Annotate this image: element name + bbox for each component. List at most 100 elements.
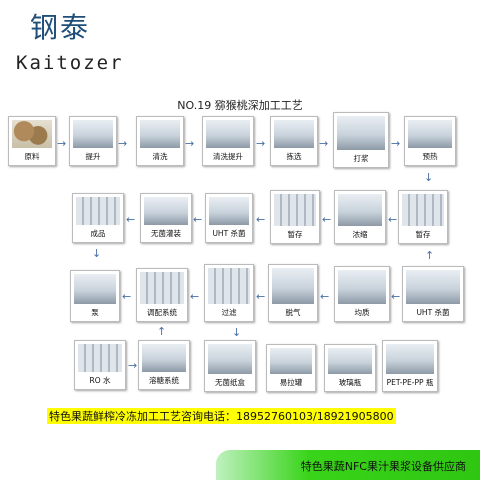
step-ro-water: RO 水 (74, 340, 126, 390)
page-title: NO.19 猕猴桃深加工工艺 (177, 99, 303, 112)
filter-tank-icon (208, 268, 250, 304)
step-hold-1: 暂存 (398, 190, 448, 244)
supplier-banner: 特色果蔬NFC果汁果浆设备供应商 (216, 450, 480, 480)
arrow-left-icon: ← (190, 290, 200, 303)
can-filler-icon (270, 348, 312, 374)
step-label: 均质 (354, 308, 370, 317)
finished-products-icon (76, 197, 120, 225)
sorting-conveyor-icon (274, 120, 314, 148)
step-uht-sterilize-2: UHT 杀菌 (402, 266, 464, 322)
washing-elevator-icon (206, 120, 250, 148)
step-label: 无菌灌装 (151, 229, 181, 238)
step-label: 清洗提升 (213, 152, 243, 161)
step-label: 暂存 (287, 230, 303, 239)
step-label: UHT 杀菌 (416, 308, 450, 317)
pump-icon (74, 274, 116, 304)
step-glass-bottle: 玻璃瓶 (324, 344, 376, 392)
step-label: 暂存 (415, 230, 431, 239)
step-label: 泵 (91, 308, 99, 317)
consult-hotline: 特色果蔬鲜榨冷冻加工工艺咨询电话：18952760103/18921905800 (47, 408, 396, 424)
step-uht-sterilize: UHT 杀菌 (205, 193, 253, 243)
arrow-left-icon: ← (322, 213, 332, 226)
step-raw-material: 原料 (8, 116, 56, 166)
step-label: 成品 (90, 229, 106, 238)
step-sugar-dissolve: 溶糖系统 (138, 340, 190, 390)
step-wash: 清洗 (136, 116, 184, 166)
step-label: 调配系统 (147, 308, 177, 317)
step-label: 浓缩 (352, 230, 368, 239)
arrow-left-icon: ← (256, 213, 266, 226)
holding-tank-icon (274, 194, 316, 226)
glass-bottle-filler-icon (328, 348, 372, 374)
sugar-dissolving-tank-icon (142, 344, 186, 372)
blending-system-icon (140, 272, 184, 304)
holding-tank-icon (402, 194, 444, 226)
step-homogenize: 均质 (334, 266, 390, 322)
arrow-right-icon: → (256, 137, 266, 150)
step-label: PET-PE-PP 瓶 (386, 378, 434, 387)
evaporator-icon (338, 194, 382, 226)
arrow-up-icon: ↑ (425, 249, 435, 262)
pulper-machine-icon (337, 116, 385, 150)
brand-name-cn: 钢泰 (30, 11, 91, 44)
washer-machine-icon (140, 120, 180, 148)
step-label: UHT 杀菌 (212, 229, 246, 238)
preheater-icon (408, 120, 452, 148)
brand-name-en: Kaitozer (16, 52, 124, 74)
step-concentrate: 浓缩 (334, 190, 386, 244)
step-lift: 提升 (69, 116, 117, 166)
step-hold-2: 暂存 (270, 190, 320, 244)
arrow-left-icon: ← (193, 213, 203, 226)
arrow-left-icon: ← (122, 290, 132, 303)
step-label: 易拉罐 (279, 378, 303, 387)
step-label: 无菌纸盒 (215, 378, 245, 387)
arrow-left-icon: ← (388, 213, 398, 226)
ro-water-system-icon (78, 344, 122, 372)
step-filter: 过滤 (204, 264, 254, 322)
arrow-right-icon: → (391, 137, 401, 150)
step-pump: 泵 (70, 270, 120, 322)
step-label: 预热 (422, 152, 438, 161)
hotline-phone: 18952760103/18921905800 (236, 410, 394, 423)
step-deaerate: 脱气 (268, 264, 318, 322)
arrow-down-icon: ↓ (92, 247, 102, 260)
step-label: 原料 (24, 152, 40, 161)
step-label: 过滤 (221, 308, 237, 317)
step-finished-product: 成品 (72, 193, 124, 243)
step-label: 打浆 (353, 154, 369, 163)
uht-sterilizer-icon (406, 270, 460, 304)
step-label: 溶糖系统 (149, 376, 179, 385)
step-can: 易拉罐 (266, 344, 316, 392)
step-label: RO 水 (89, 376, 111, 385)
banner-text: 特色果蔬NFC果汁果浆设备供应商 (300, 460, 466, 473)
step-plastic-bottle: PET-PE-PP 瓶 (382, 340, 438, 392)
kiwi-fruit-icon (12, 120, 52, 148)
hotline-text: 特色果蔬鲜榨冷冻加工工艺咨询电话： (49, 410, 236, 423)
homogenizer-icon (338, 270, 386, 304)
arrow-right-icon: → (319, 137, 329, 150)
aseptic-filler-icon (144, 197, 188, 225)
step-preheat: 预热 (404, 116, 456, 166)
step-label: 脱气 (285, 308, 301, 317)
arrow-right-icon: → (185, 137, 195, 150)
arrow-down-icon: ↓ (424, 171, 434, 184)
arrow-left-icon: ← (391, 290, 401, 303)
step-sort: 拣选 (270, 116, 318, 166)
step-label: 提升 (85, 152, 101, 161)
deaerator-icon (272, 268, 314, 304)
arrow-left-icon: ← (256, 290, 266, 303)
arrow-right-icon: → (118, 137, 128, 150)
arrow-up-icon: ↑ (157, 325, 167, 338)
arrow-right-icon: → (57, 137, 67, 150)
step-label: 拣选 (286, 152, 302, 161)
plastic-bottle-filler-icon (386, 344, 434, 374)
step-pulp: 打浆 (333, 112, 389, 168)
arrow-left-icon: ← (126, 213, 136, 226)
step-label: 清洗 (152, 152, 168, 161)
aseptic-carton-filler-icon (208, 344, 252, 374)
elevator-machine-icon (73, 120, 113, 148)
arrow-down-icon: ↓ (232, 326, 242, 339)
step-aseptic-carton: 无菌纸盒 (204, 340, 256, 392)
arrow-right-icon: → (128, 359, 138, 372)
uht-sterilizer-icon (209, 197, 249, 225)
